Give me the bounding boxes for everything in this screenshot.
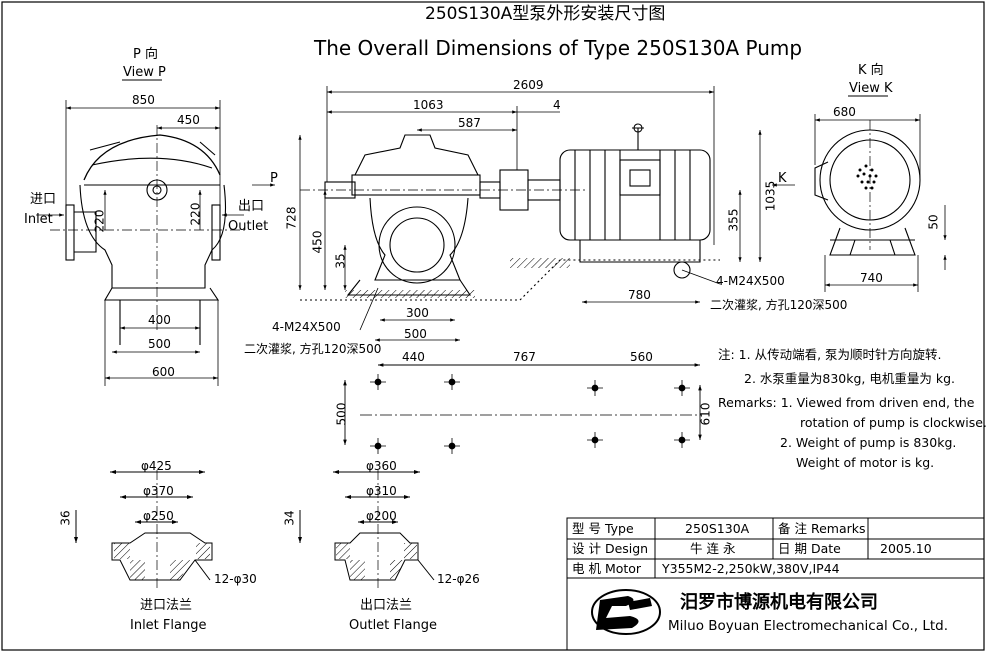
p-arrow-label: P [270, 171, 278, 186]
foundation-plan [343, 363, 702, 445]
dim-of-34: 34 [282, 510, 297, 526]
dim-pv-600: 600 [152, 365, 175, 379]
dim-of-200: φ200 [366, 509, 397, 523]
k-fan-grille [856, 164, 878, 190]
dim-pv-220b: 220 [188, 202, 203, 226]
dim-fv-587: 587 [458, 116, 481, 130]
dim-of-310: φ310 [366, 484, 397, 498]
bolt-note-left: 4-M24X500 [272, 320, 341, 334]
dim-fv-2609: 2609 [513, 78, 544, 92]
dim-plan-500: 500 [334, 402, 349, 426]
grout-note-right: 二次灌浆, 方孔120深500 [710, 298, 848, 312]
front-view-drawing [300, 123, 720, 301]
dim-plan-560: 560 [630, 350, 653, 364]
company-logo [591, 589, 661, 635]
dim-pv-500: 500 [148, 337, 171, 351]
title-block [566, 517, 985, 651]
dim-fv-728: 728 [284, 206, 299, 230]
view-k-drawing [814, 120, 921, 256]
tb-motor-label: 电 机 Motor [572, 561, 642, 576]
tb-motor-value: Y355M2-2,250kW,380V,IP44 [662, 561, 840, 576]
dim-fv-1035: 1035 [763, 180, 778, 212]
dim-fv-300: 300 [406, 306, 429, 320]
dim-pv-850: 850 [132, 93, 155, 107]
view-p-dims [36, 100, 244, 386]
tb-date-value: 2005.10 [880, 541, 932, 556]
note-en-2b: Weight of motor is kg. [796, 455, 935, 470]
tb-date-label: 日 期 Date [778, 541, 841, 556]
dim-if-250: φ250 [143, 509, 174, 523]
dim-fv-35: 35 [333, 253, 348, 269]
bolt-hole-crosshair [587, 432, 603, 448]
outlet-flange-en: Outlet Flange [349, 618, 437, 633]
dim-fv-1063: 1063 [413, 98, 444, 112]
dim-plan-610: 610 [698, 402, 713, 426]
tb-type-value: 250S130A [685, 521, 750, 536]
view-p-label-cn: P 向 [133, 47, 158, 62]
view-p-label-en: View P [123, 65, 166, 80]
note-en-2: 2. Weight of pump is 830kg. [780, 435, 957, 450]
outlet-flange-cn: 出口法兰 [360, 598, 413, 613]
grout-note-left: 二次灌浆, 方孔120深500 [244, 342, 382, 356]
inlet-label-cn: 进口 [30, 192, 57, 207]
tb-design-value: 牛 连 永 [690, 541, 736, 556]
dim-pv-450: 450 [177, 113, 200, 127]
dim-if-holes: 12-φ30 [214, 572, 257, 586]
dim-of-360: φ360 [366, 459, 397, 473]
title-cn: 250S130A型泵外形安装尺寸图 [425, 4, 666, 24]
bolt-note-right: 4-M24X500 [716, 274, 785, 288]
dim-kv-740: 740 [860, 271, 883, 285]
view-k-label-cn: K 向 [858, 63, 884, 78]
company-name-cn: 汨罗市博源机电有限公司 [680, 592, 878, 613]
dim-if-425: φ425 [141, 459, 172, 473]
bolt-hole-crosshair [444, 374, 460, 390]
bolt-hole-crosshair [674, 380, 690, 396]
outlet-label-en: Outlet [228, 219, 269, 234]
view-k-label-en: View K [849, 81, 893, 96]
inlet-flange-section [74, 470, 213, 590]
title-en: The Overall Dimensions of Type 250S130A … [314, 36, 803, 60]
dim-fv-355: 355 [726, 208, 741, 232]
note-en-1: Remarks: 1. Viewed from driven end, the [718, 395, 975, 410]
bolt-hole-crosshair [370, 374, 386, 390]
company-name-en: Miluo Boyuan Electromechanical Co., Ltd. [668, 618, 949, 634]
inlet-flange-cn: 进口法兰 [140, 598, 193, 613]
dim-of-holes: 12-φ26 [437, 572, 480, 586]
dim-fv-4: 4 [553, 98, 561, 112]
tb-type-label: 型 号 Type [572, 521, 634, 536]
dim-fv-450: 450 [310, 230, 325, 254]
view-k-dims [814, 114, 947, 292]
dim-plan-767: 767 [513, 350, 536, 364]
note-en-1b: rotation of pump is clockwise. [800, 415, 986, 430]
inlet-label-en: Inlet [24, 212, 53, 227]
tb-design-label: 设 计 Design [572, 541, 649, 556]
inlet-flange-en: Inlet Flange [130, 618, 207, 633]
note-cn-1: 注: 1. 从传动端看, 泵为顺时针方向旋转. [718, 347, 942, 362]
view-p-drawing [50, 125, 245, 345]
dim-kv-680: 680 [833, 105, 856, 119]
dim-plan-440: 440 [402, 350, 425, 364]
dim-fv-500: 500 [404, 327, 427, 341]
outlet-label-cn: 出口 [238, 199, 265, 214]
tb-remarks-label: 备 注 Remarks [778, 521, 866, 536]
foundation-bolt-holes [370, 374, 690, 454]
dim-if-36: 36 [58, 510, 73, 526]
bolt-hole-crosshair [674, 432, 690, 448]
front-view-dims [252, 86, 795, 342]
dim-if-370: φ370 [143, 484, 174, 498]
outlet-flange-section [298, 470, 435, 590]
dim-pv-220a: 220 [92, 209, 107, 233]
k-arrow-label: K [778, 171, 787, 186]
bolt-hole-crosshair [587, 380, 603, 396]
bolt-hole-crosshair [444, 438, 460, 454]
note-cn-2: 2. 水泵重量为830kg, 电机重量为 kg. [744, 371, 955, 386]
dim-fv-780: 780 [628, 288, 651, 302]
dim-pv-400: 400 [148, 313, 171, 327]
dim-kv-50: 50 [926, 214, 941, 230]
bolt-hole-crosshair [370, 438, 386, 454]
